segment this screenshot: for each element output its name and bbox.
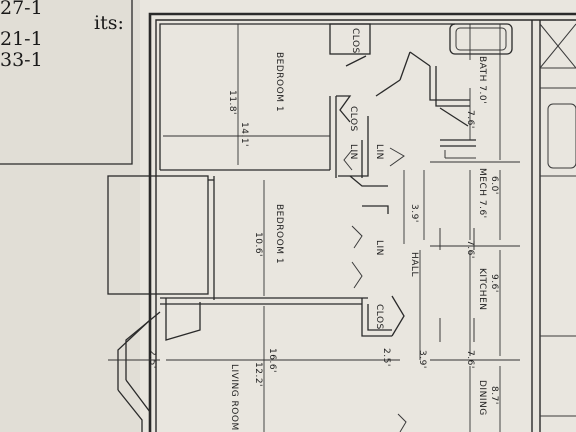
dim-mech-width: 6.0' xyxy=(489,176,499,195)
dimension-labels: 7.6' 6.0' 3.9' 7.6' 9.6' 7.6' 8.7' 11.8'… xyxy=(147,90,499,405)
units-line-2: 21-1 xyxy=(0,28,43,50)
dim-bed1-depth: 11.8' xyxy=(227,90,237,115)
middle-bedroom-walls xyxy=(107,175,389,305)
dim-dining-width: 8.7' xyxy=(489,386,499,405)
label-bath: BATH 7.0' xyxy=(477,56,487,104)
entry-bay xyxy=(117,298,407,432)
label-lin-3: LIN xyxy=(374,240,384,256)
dim-dining-len: 7.6' xyxy=(465,350,475,369)
dim-gap-b: 2.5' xyxy=(381,348,391,367)
dim-living-depth: 12.2' xyxy=(253,362,263,387)
units-legend-box: its: 27-1 21-1 33-1 xyxy=(0,0,133,165)
room-labels: BATH 7.0' BEDROOM 1 BEDROOM 1 MECH 7.6' … xyxy=(229,52,487,431)
label-living: LIVING ROOM xyxy=(229,364,239,431)
label-mech: MECH 7.6' xyxy=(477,168,487,219)
dim-hall-width: 3.9' xyxy=(409,204,419,223)
dim-gap-a: 2.5' xyxy=(147,350,157,369)
dim-gap-c: 3.9' xyxy=(417,350,427,369)
dim-living-width: 16.6' xyxy=(267,348,277,373)
label-bedroom-mid: BEDROOM 1 xyxy=(274,204,284,264)
bathtub xyxy=(449,23,513,55)
counter-strip xyxy=(531,20,576,432)
dim-bath-depth: 7.6' xyxy=(465,110,475,129)
label-dining: DINING xyxy=(477,380,487,416)
label-kitchen: KITCHEN xyxy=(477,268,487,311)
label-hall: HALL xyxy=(409,252,419,277)
label-clos-mid: CLOS xyxy=(348,106,358,132)
bedroom-closet-walls xyxy=(329,23,431,187)
closet-labels: CLOS CLOS CLOS LIN LIN LIN xyxy=(348,28,384,330)
dim-kitchen-width: 9.6' xyxy=(489,274,499,293)
label-clos-low: CLOS xyxy=(374,304,384,330)
bath-walls xyxy=(429,66,476,159)
label-lin-2: LIN xyxy=(374,144,384,160)
units-heading: its: xyxy=(94,12,124,34)
dimension-lines xyxy=(108,24,520,432)
label-lin-1: LIN xyxy=(348,144,358,160)
units-line-3: 33-1 xyxy=(0,49,43,71)
dim-bed1-width: 14.1' xyxy=(239,122,249,147)
units-line-1: 27-1 xyxy=(0,0,43,19)
label-clos-top: CLOS xyxy=(350,28,360,54)
label-bedroom-top: BEDROOM 1 xyxy=(274,52,284,112)
dim-kitchen-len: 7.6' xyxy=(465,240,475,259)
dim-bed2-depth: 10.6' xyxy=(253,232,263,257)
